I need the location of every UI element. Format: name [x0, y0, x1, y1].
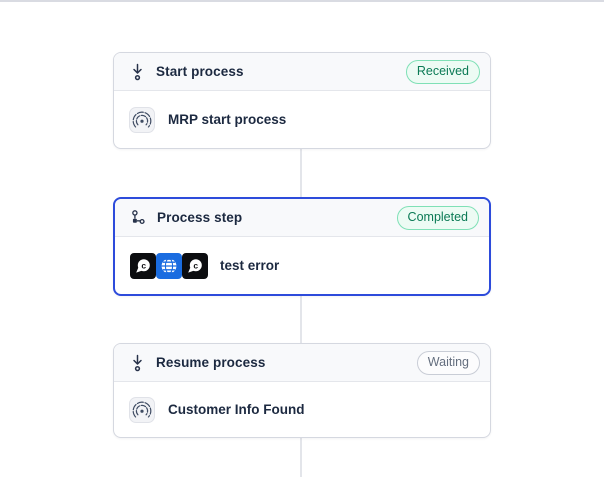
- arrow-down-to-dot-icon: [129, 63, 146, 81]
- node-header: Resume process Waiting: [114, 344, 490, 382]
- broadcast-icon: [129, 396, 155, 423]
- broadcast-icon: [129, 106, 155, 133]
- svg-text:c: c: [193, 260, 198, 270]
- node-title: Start process: [156, 64, 244, 79]
- node-item-label: MRP start process: [168, 112, 287, 127]
- node-title: Resume process: [156, 355, 266, 370]
- node-card-start-process[interactable]: Start process Received MRP start process: [113, 52, 491, 149]
- connector-line: [300, 149, 302, 198]
- top-divider-line: [0, 0, 604, 2]
- svg-text:c: c: [141, 260, 146, 270]
- status-badge: Completed: [396, 205, 479, 230]
- app-icon-strip: c c: [130, 252, 208, 279]
- node-title: Process step: [157, 210, 243, 225]
- node-card-process-step[interactable]: Process step Completed c: [113, 197, 491, 296]
- status-badge: Received: [405, 59, 480, 84]
- node-header: Process step Completed: [115, 199, 489, 237]
- node-header: Start process Received: [114, 53, 490, 91]
- globe-app-icon: [156, 252, 182, 279]
- node-item-label: test error: [220, 258, 280, 273]
- arrow-down-to-dot-icon: [129, 354, 146, 372]
- node-card-resume-process[interactable]: Resume process Waiting Customer Info Fou…: [113, 343, 491, 438]
- workflow-branch-icon: [130, 209, 147, 227]
- cognigy-app-icon: c: [182, 252, 208, 279]
- node-item-row[interactable]: MRP start process: [114, 91, 490, 148]
- connector-line: [300, 438, 302, 477]
- node-item-label: Customer Info Found: [168, 402, 305, 417]
- cognigy-app-icon: c: [130, 252, 156, 279]
- node-item-row[interactable]: c c test error: [115, 237, 489, 294]
- connector-line: [300, 296, 302, 344]
- status-badge: Waiting: [416, 350, 480, 375]
- node-item-row[interactable]: Customer Info Found: [114, 382, 490, 437]
